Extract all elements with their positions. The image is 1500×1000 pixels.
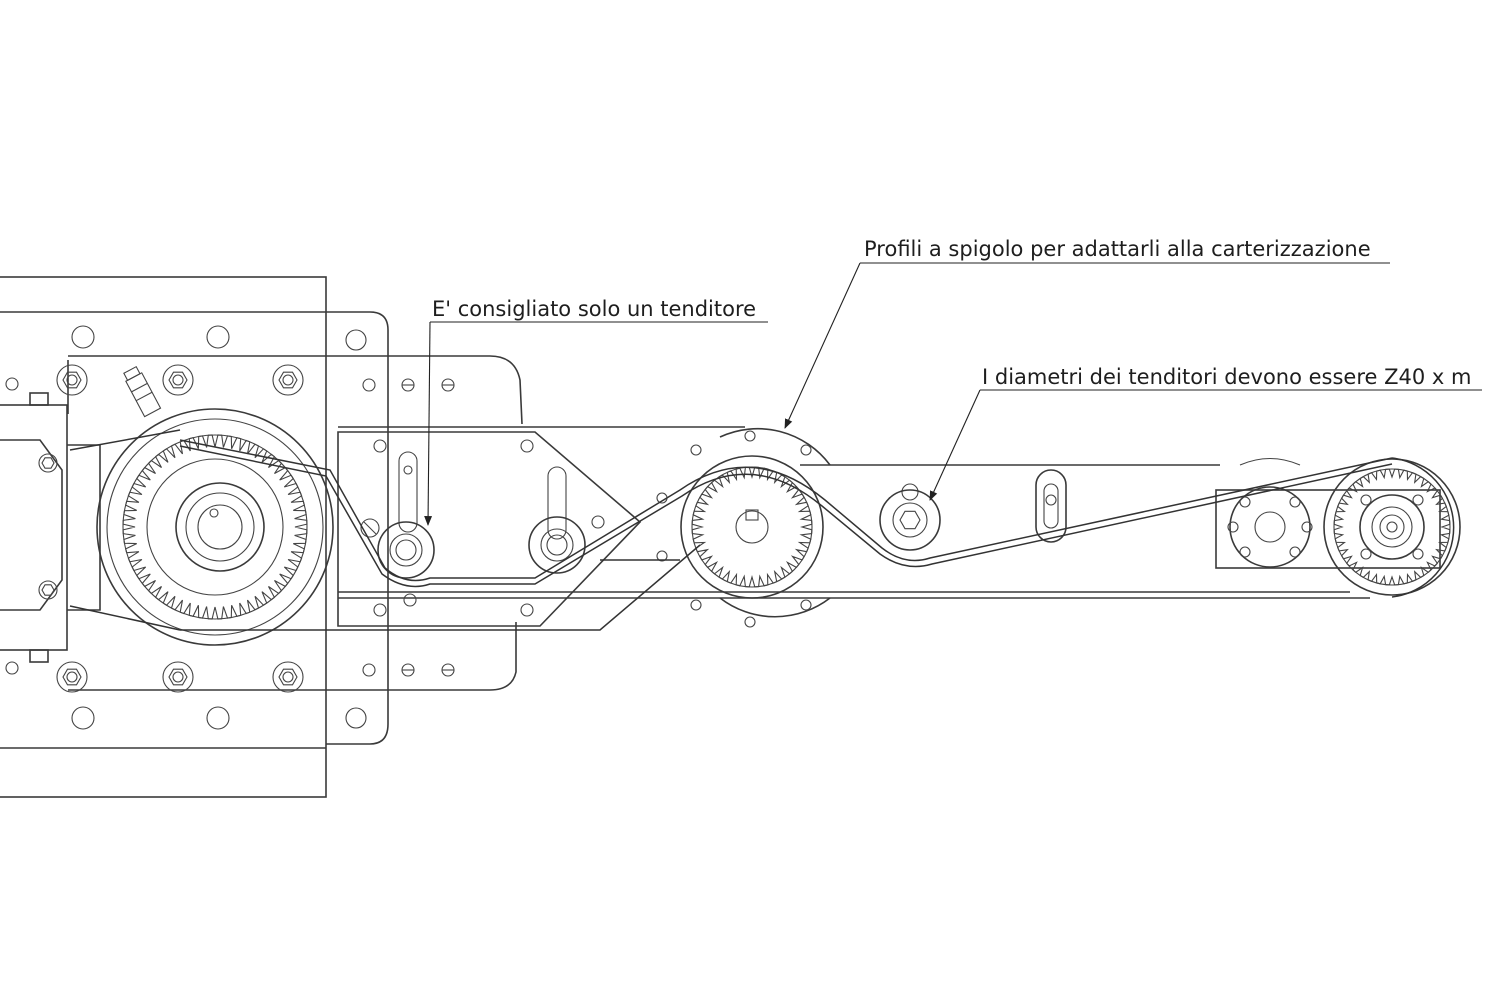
end-plate [1215,457,1441,569]
callout-leaders [424,262,1482,526]
callout-one-tensioner: E' consigliato solo un tenditore [432,297,756,321]
end-pulley [1323,458,1461,596]
drive-pulley [96,408,334,646]
tensioner-3 [879,483,941,551]
slot [1035,469,1067,543]
drive-pulley-teeth [122,434,308,620]
callout-profiles: Profili a spigolo per adattarli alla car… [864,237,1371,261]
flange-plate [67,311,523,745]
callout-tensioner-diameters: I diametri dei tenditori devono essere Z… [982,365,1471,389]
arm-body [337,426,1370,627]
grease-nipple [123,365,162,418]
end-pulley-teeth [1333,468,1451,586]
teethLeft-outline [122,434,308,620]
hex-bolts [5,364,304,693]
tensioner-2 [528,466,586,574]
teethMid-outline [691,466,813,588]
motor-housing [0,392,101,663]
tensioner-1 [360,451,435,579]
timing-belt [69,429,1455,631]
idler-pulley-teeth [691,466,813,588]
idler-pulley [656,427,831,628]
teethRight-outline [1333,468,1451,586]
base-plate [0,276,327,798]
